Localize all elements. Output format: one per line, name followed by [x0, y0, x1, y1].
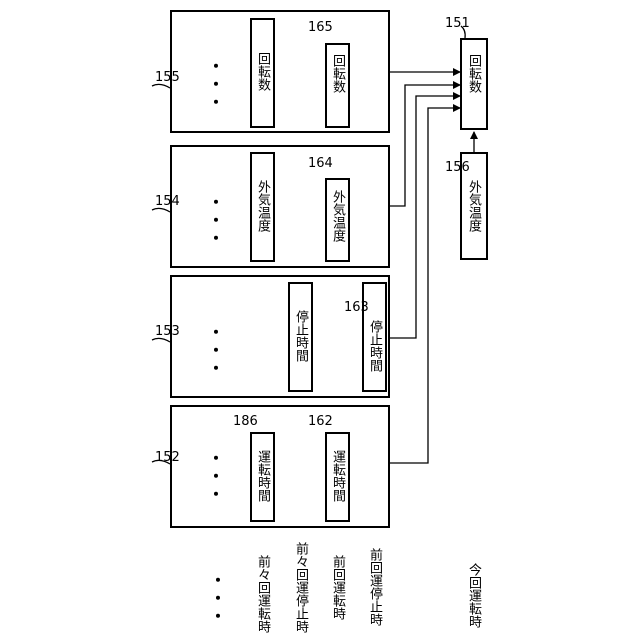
label-156: 外気温度 [467, 180, 480, 232]
label-155-col1: 回転数 [256, 52, 269, 91]
timeline-col2: 前回運転時 [331, 555, 344, 620]
label-164: 外気温度 [331, 190, 344, 242]
label-165: 回転数 [331, 54, 344, 93]
ref-186: 186 [233, 414, 258, 429]
timeline-ellipsis: ・・・ [208, 572, 224, 626]
label-186: 運転時間 [256, 450, 269, 502]
ref-154: 154 [155, 194, 180, 209]
ellipsis-154: ・・・ [206, 194, 222, 248]
ref-163: 163 [344, 300, 369, 315]
panel-155 [170, 10, 390, 133]
timeline-col2b: 前回運停止時 [368, 548, 381, 626]
label-154-col1: 外気温度 [256, 180, 269, 232]
wire-154-to-151 [390, 85, 460, 206]
ref-151: 151 [445, 16, 470, 31]
ref-156: 156 [445, 160, 470, 175]
ellipsis-152: ・・・ [206, 450, 222, 504]
ref-152: 152 [155, 450, 180, 465]
ref-153: 153 [155, 324, 180, 339]
timeline-col1b: 前々回運停止時 [294, 542, 307, 633]
ref-155: 155 [155, 70, 180, 85]
label-153-col1: 停止時間 [294, 310, 307, 362]
label-151: 回転数 [467, 54, 480, 93]
panel-152 [170, 405, 390, 528]
ref-165: 165 [308, 20, 333, 35]
timeline-col1: 前々回運転時 [256, 555, 269, 633]
ref-162: 162 [308, 414, 333, 429]
ellipsis-155: ・・・ [206, 58, 222, 112]
ref-164: 164 [308, 156, 333, 171]
wire-153-to-151 [390, 96, 460, 338]
timeline-current: 今回運転時 [467, 563, 480, 628]
panel-154 [170, 145, 390, 268]
label-162: 運転時間 [331, 450, 344, 502]
panel-153 [170, 275, 390, 398]
ellipsis-153: ・・・ [206, 324, 222, 378]
label-163: 停止時間 [368, 320, 381, 372]
